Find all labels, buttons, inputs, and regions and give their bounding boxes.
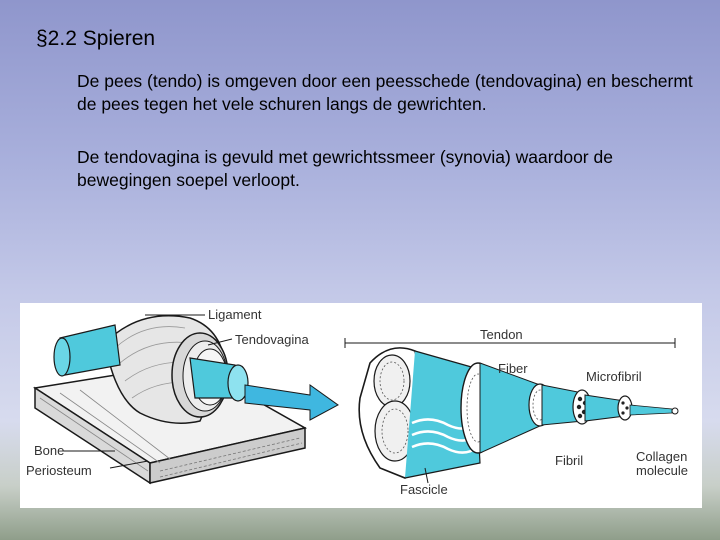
label-bone: Bone [34, 443, 64, 458]
label-fiber: Fiber [498, 361, 528, 376]
label-fascicle: Fascicle [400, 482, 448, 497]
label-tendovagina: Tendovagina [235, 332, 309, 347]
label-collagen-line2: molecule [636, 463, 688, 478]
tendon-emerging [189, 357, 249, 402]
label-fibril: Fibril [555, 453, 583, 468]
leader-lines [62, 314, 429, 484]
direction-arrow [244, 384, 339, 421]
label-ligament: Ligament [208, 307, 262, 322]
paragraph-tendovagina: De tendovagina is gevuld met gewrichtssm… [77, 147, 613, 190]
microfibril-section [584, 394, 633, 422]
fibril-section [541, 384, 592, 426]
label-microfibril: Microfibril [586, 369, 642, 384]
fascicle-bundle [358, 347, 481, 479]
label-periosteum: Periosteum [26, 463, 92, 478]
collagen-molecule [629, 404, 679, 416]
label-collagen-line1: Collagen [636, 449, 687, 464]
fiber-section [460, 362, 552, 454]
label-tendon: Tendon [480, 327, 523, 342]
slide-title: §2.2 Spieren [36, 27, 156, 50]
tendon-structure-figure: Ligament Tendovagina Tendon Fiber Microf… [20, 303, 702, 508]
tendon-bracket [344, 338, 676, 348]
paragraph-tendo: De pees (tendo) is omgeven door een pees… [77, 71, 693, 114]
tendon-tube [53, 324, 121, 377]
tendon-diagram: Ligament Tendovagina Tendon Fiber Microf… [26, 307, 688, 497]
